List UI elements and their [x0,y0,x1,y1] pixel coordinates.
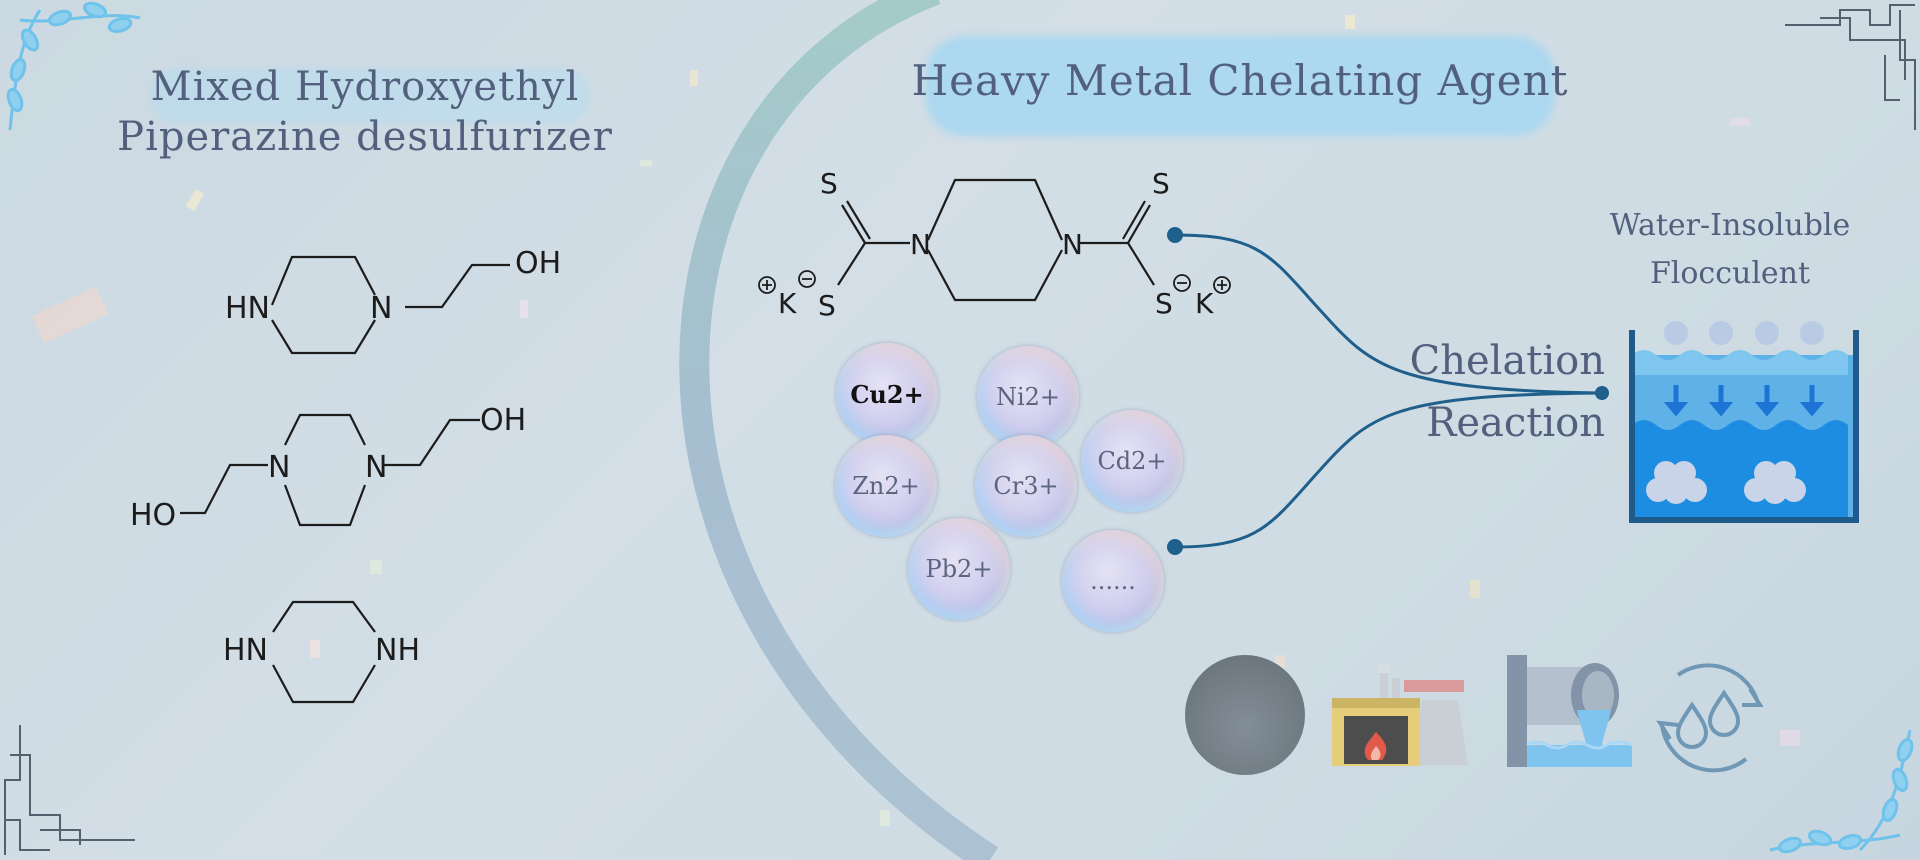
atom-s2: S [818,289,836,322]
atom-n1: N [910,228,931,261]
negative-charge-icon [1173,274,1191,292]
right-title: Heavy Metal Chelating Agent [911,56,1569,105]
atom-s3: S [1152,167,1170,200]
ion-bubble-ni: Ni2+ [977,346,1079,448]
water-recycle-icon [1656,663,1764,773]
ion-label: Cr3+ [993,472,1059,500]
right-title-highlight [925,36,1555,136]
ion-bubble-cd: Cd2+ [1081,410,1183,512]
ion-bubble-pb: Pb2+ [908,518,1010,620]
product-label: Water-Insoluble Flocculent [1570,202,1890,298]
ion-bubble-zn: Zn2+ [835,435,937,537]
corner-ornament-bottom-left [4,725,135,855]
left-title: Mixed Hydroxyethyl Piperazine desulfuriz… [100,62,630,162]
ion-label: ...... [1090,567,1136,595]
wastewater-pipe-icon [1507,655,1633,767]
negative-charge-icon [798,270,816,288]
positive-charge-icon [1213,276,1231,294]
molecule-piperazine: HN NH [223,600,420,704]
reaction-label: Chelation Reaction [1405,330,1605,454]
left-title-highlight [150,68,590,124]
left-title-line1: Mixed Hydroxyethyl [150,64,580,110]
atom-k2: K [1195,287,1214,320]
reaction-connector [1167,227,1609,555]
atom-n2: N [1062,228,1083,261]
product-label-line2: Flocculent [1649,256,1811,291]
ion-label: Cd2+ [1097,447,1167,475]
positive-charge-icon [758,276,776,294]
flocculation-tank-icon [1629,321,1859,523]
atom-n2: N [365,450,387,485]
atom-nh: NH [375,633,420,668]
atom-n1: N [268,450,290,485]
corner-ornament-bottom-right [1769,729,1914,854]
atom-n: N [370,291,392,326]
product-label-line1: Water-Insoluble [1609,208,1851,243]
atom-hn: HN [225,291,270,326]
ion-bubble-cr: Cr3+ [975,435,1077,537]
ion-label: Zn2+ [852,472,920,500]
atom-s4: S [1155,287,1173,320]
molecule-hydroxyethyl-piperazine: HN N OH [225,246,561,355]
atom-s1: S [820,167,838,200]
molecule-piperazine-dithiocarbamate: S S N N S S K K [758,167,1231,322]
atom-ho: HO [130,498,176,533]
corner-ornament-top-left [6,1,141,131]
atom-oh: OH [480,403,526,438]
reaction-label-line1: Chelation [1409,338,1605,384]
ion-bubble-more: ...... [1062,530,1164,632]
atom-k1: K [778,287,797,320]
ion-bubble-cu: Cu2+ [836,343,938,445]
ion-label: Pb2+ [925,555,993,583]
atom-hn: HN [223,633,268,668]
left-title-line2: Piperazine desulfurizer [117,114,613,160]
factory-icon [1332,665,1468,766]
molecule-bis-hydroxyethyl-piperazine: N N OH HO [130,403,526,533]
atom-oh: OH [515,246,561,281]
corner-ornament-top-right [1785,4,1916,130]
ion-label: Ni2+ [995,383,1061,411]
soil-icon [1185,655,1305,775]
ion-label: Cu2+ [850,379,924,409]
reaction-label-line2: Reaction [1426,400,1605,446]
